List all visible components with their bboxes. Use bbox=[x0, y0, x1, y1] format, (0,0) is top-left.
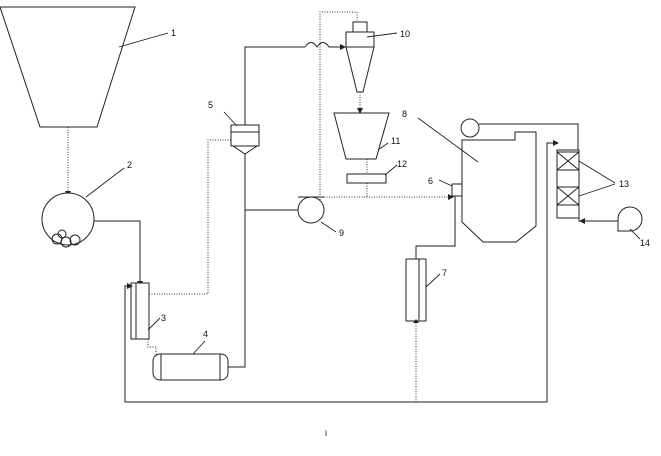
furnace-8 bbox=[460, 118, 579, 243]
feeder-12 bbox=[346, 173, 387, 184]
label-3: 3 bbox=[161, 313, 166, 323]
label-2: 2 bbox=[127, 160, 132, 170]
heat-exchanger-13 bbox=[556, 149, 580, 219]
label-7: 7 bbox=[442, 268, 447, 278]
label-5: 5 bbox=[208, 100, 213, 110]
ball-mill-2 bbox=[41, 192, 95, 248]
footer-mark: i bbox=[325, 428, 327, 438]
separator-5 bbox=[230, 124, 260, 155]
label-14: 14 bbox=[640, 238, 650, 248]
label-10: 10 bbox=[400, 29, 410, 39]
label-11: 11 bbox=[391, 136, 400, 146]
pump-9 bbox=[297, 196, 325, 224]
blower-14 bbox=[617, 206, 643, 232]
hopper-11 bbox=[333, 112, 390, 160]
label-4: 4 bbox=[203, 329, 208, 339]
label-1: 1 bbox=[171, 28, 176, 38]
label-8: 8 bbox=[402, 109, 407, 119]
label-13: 13 bbox=[619, 179, 629, 189]
label-12: 12 bbox=[397, 159, 407, 169]
hopper-1 bbox=[0, 6, 136, 128]
label-6: 6 bbox=[428, 176, 433, 186]
vessel-4 bbox=[152, 353, 229, 381]
filter-7 bbox=[405, 258, 427, 322]
cyclone-10 bbox=[345, 21, 375, 93]
label-9: 9 bbox=[339, 228, 344, 238]
column-3 bbox=[130, 282, 150, 340]
injector-6 bbox=[451, 183, 463, 197]
